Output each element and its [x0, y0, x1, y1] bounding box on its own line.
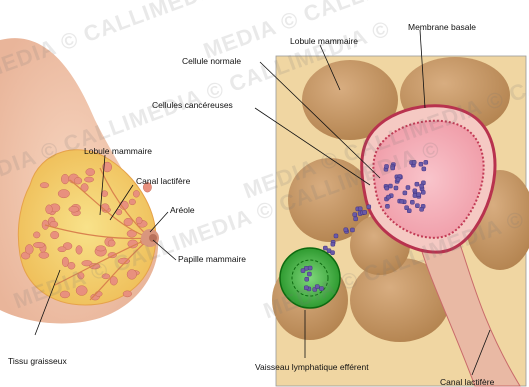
label-areola: Aréole	[170, 205, 195, 215]
cancer-cell	[363, 210, 367, 214]
lobule	[74, 177, 82, 184]
label-lobule-right: Lobule mammaire	[290, 36, 358, 46]
cancer-cell	[413, 194, 417, 198]
lobule	[123, 291, 132, 297]
cancer-cell	[334, 234, 338, 238]
cancer-cell	[367, 205, 371, 209]
cancer-cell	[424, 160, 428, 164]
lobule	[129, 199, 136, 205]
lobule	[25, 244, 33, 254]
lobule	[58, 189, 69, 197]
lobule	[76, 286, 87, 296]
cancer-cell	[420, 184, 424, 188]
lobule	[136, 217, 142, 224]
cancer-cell	[403, 191, 407, 195]
zoom-panel	[272, 56, 529, 386]
lobule	[84, 177, 93, 182]
label-normal-cell: Cellule normale	[182, 56, 241, 66]
lymph-vessel	[280, 248, 340, 308]
cancer-cell	[350, 228, 354, 232]
cancer-cell	[315, 285, 319, 289]
cancer-cell	[319, 287, 323, 291]
cancer-cell	[394, 186, 398, 190]
label-lobule-left: Lobule mammaire	[84, 146, 152, 156]
lobule	[69, 206, 79, 212]
cancer-cell	[400, 199, 404, 203]
cancer-cell	[386, 195, 390, 199]
lobule	[76, 246, 82, 255]
cancer-cell	[308, 266, 312, 270]
lobule	[60, 291, 70, 298]
lobule	[133, 190, 139, 197]
cancer-cell	[412, 160, 416, 164]
nipple	[149, 234, 157, 242]
cancer-cell	[420, 207, 424, 211]
cancer-cell	[385, 164, 389, 168]
cancer-cell	[385, 204, 389, 208]
lobule	[96, 246, 106, 251]
cancer-cell	[358, 207, 362, 211]
cancer-cell	[331, 242, 335, 246]
lobule	[40, 183, 49, 188]
lobule	[86, 169, 95, 176]
label-canal-right: Canal lactifère	[440, 377, 494, 387]
cancer-cell	[304, 286, 308, 290]
cancer-cell	[410, 200, 414, 204]
lobule	[50, 231, 58, 239]
cancer-cell	[388, 184, 392, 188]
cancer-cell	[327, 249, 331, 253]
label-basement-membrane: Membrane basale	[408, 22, 476, 32]
label-lymph-vessel: Vaisseau lymphatique efférent	[255, 362, 369, 372]
label-nipple: Papille mammaire	[178, 254, 246, 264]
lobule	[108, 240, 115, 247]
lobule	[39, 252, 49, 258]
cancer-cell	[419, 162, 423, 166]
cancer-cell	[305, 277, 309, 281]
label-cancer-cells: Cellules cancéreuses	[152, 100, 233, 110]
lobule	[68, 262, 75, 269]
cancer-cell	[391, 166, 395, 170]
cancer-cell	[301, 269, 305, 273]
cancer-cell	[344, 228, 348, 232]
lobule	[58, 247, 66, 252]
lobule	[33, 242, 44, 248]
lobule	[127, 269, 137, 279]
lobule	[46, 205, 53, 214]
cancer-cell	[415, 182, 419, 186]
cancer-cell	[307, 272, 311, 276]
lobule	[33, 232, 40, 238]
cancer-cell	[354, 217, 358, 221]
cancer-cell	[396, 177, 400, 181]
cancer-cell	[422, 167, 426, 171]
cancer-cell	[405, 206, 409, 210]
cancer-cell	[415, 204, 419, 208]
cancer-cell	[323, 246, 327, 250]
label-fatty-tissue: Tissu graisseux	[8, 356, 67, 366]
cancer-cell	[353, 213, 357, 217]
cancer-cell	[417, 193, 421, 197]
cancer-cell	[421, 190, 425, 194]
label-canal-left: Canal lactifère	[136, 176, 190, 186]
lobule	[124, 218, 133, 225]
lobule	[102, 274, 110, 279]
lobule	[61, 174, 69, 184]
cancer-cell	[406, 186, 410, 190]
